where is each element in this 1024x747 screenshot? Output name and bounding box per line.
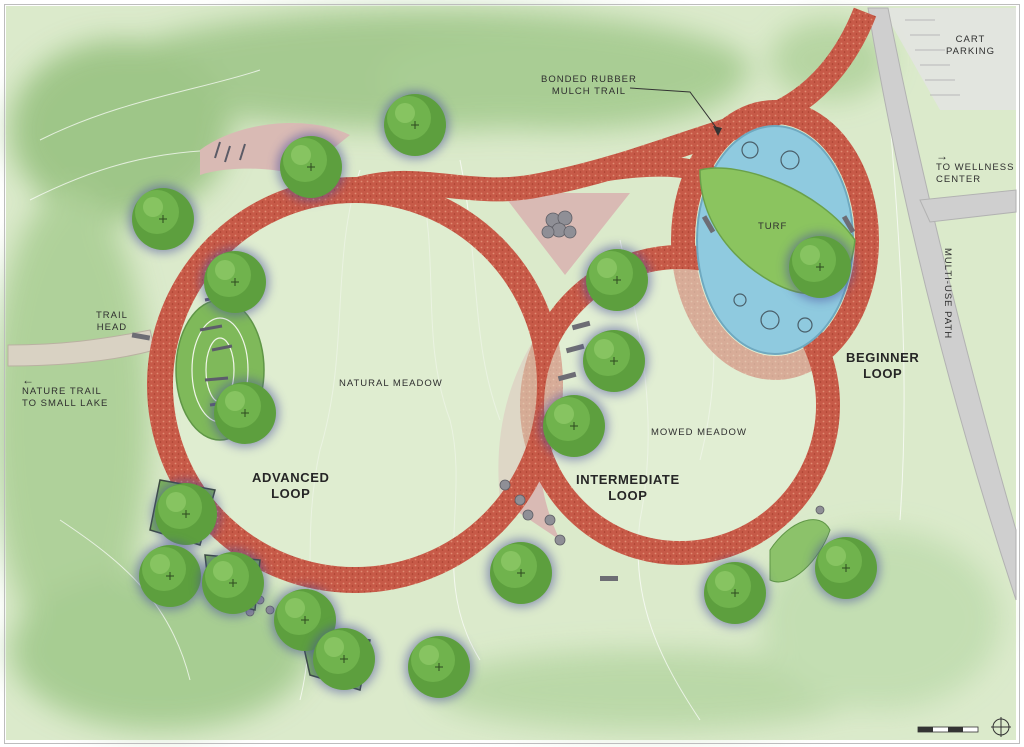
right-arrow-icon: →: [936, 149, 948, 163]
wellness-line-2: CENTER: [936, 174, 982, 185]
wellness-center-label: → TO WELLNESS CENTER: [936, 150, 1014, 186]
bonded-trail-label: BONDED RUBBER MULCH TRAIL: [541, 74, 637, 98]
turf-label: TURF: [758, 221, 788, 232]
intermediate-loop-line-2: LOOP: [608, 488, 648, 503]
multi-use-path[interactable]: [867, 7, 1017, 601]
nature-trail-line-1: NATURE TRAIL: [22, 386, 102, 397]
beginner-loop-label: BEGINNER LOOP: [846, 350, 919, 382]
fitness-equipment: [214, 141, 246, 163]
advanced-loop-label: ADVANCED LOOP: [252, 470, 330, 502]
callout-leader: [629, 87, 719, 131]
natural-meadow-label: NATURAL MEADOW: [339, 378, 443, 389]
bonded-trail-line-2: MULCH TRAIL: [551, 86, 627, 97]
advanced-loop-line-1: ADVANCED: [252, 470, 330, 485]
left-arrow-icon: ←: [22, 373, 34, 387]
wellness-line-1: TO WELLNESS: [936, 162, 1015, 173]
cart-parking-lot: [882, 8, 1016, 110]
multi-use-path-label: MULTI-USE PATH: [942, 248, 953, 340]
trail-head-line-1: TRAIL: [96, 310, 128, 321]
nature-trail-line-2: TO SMALL LAKE: [22, 398, 109, 409]
benches: [131, 215, 856, 581]
intermediate-loop-label: INTERMEDIATE LOOP: [576, 472, 680, 504]
mowed-meadow-label: MOWED MEADOW: [651, 427, 747, 438]
cart-parking-label: CART PARKING: [946, 34, 995, 58]
advanced-loop-line-2: LOOP: [271, 486, 311, 501]
bonded-trail-line-1: BONDED RUBBER: [541, 74, 637, 85]
cart-parking-line-1: CART: [955, 34, 986, 45]
cart-parking-line-2: PARKING: [946, 46, 996, 57]
scale-bar: [917, 726, 979, 733]
nature-trail-label: ← NATURE TRAIL TO SMALL LAKE: [22, 374, 108, 410]
trail-head-line-2: HEAD: [96, 322, 128, 333]
beginner-loop-line-1: BEGINNER: [846, 350, 920, 365]
trail-head-label: TRAIL HEAD: [96, 310, 128, 334]
beginner-loop-line-2: LOOP: [863, 366, 903, 381]
callout-arrowhead: [713, 126, 722, 136]
wellness-connector[interactable]: [919, 189, 1017, 223]
north-arrow-icon: [991, 717, 1011, 737]
intermediate-loop-line-1: INTERMEDIATE: [576, 472, 680, 487]
